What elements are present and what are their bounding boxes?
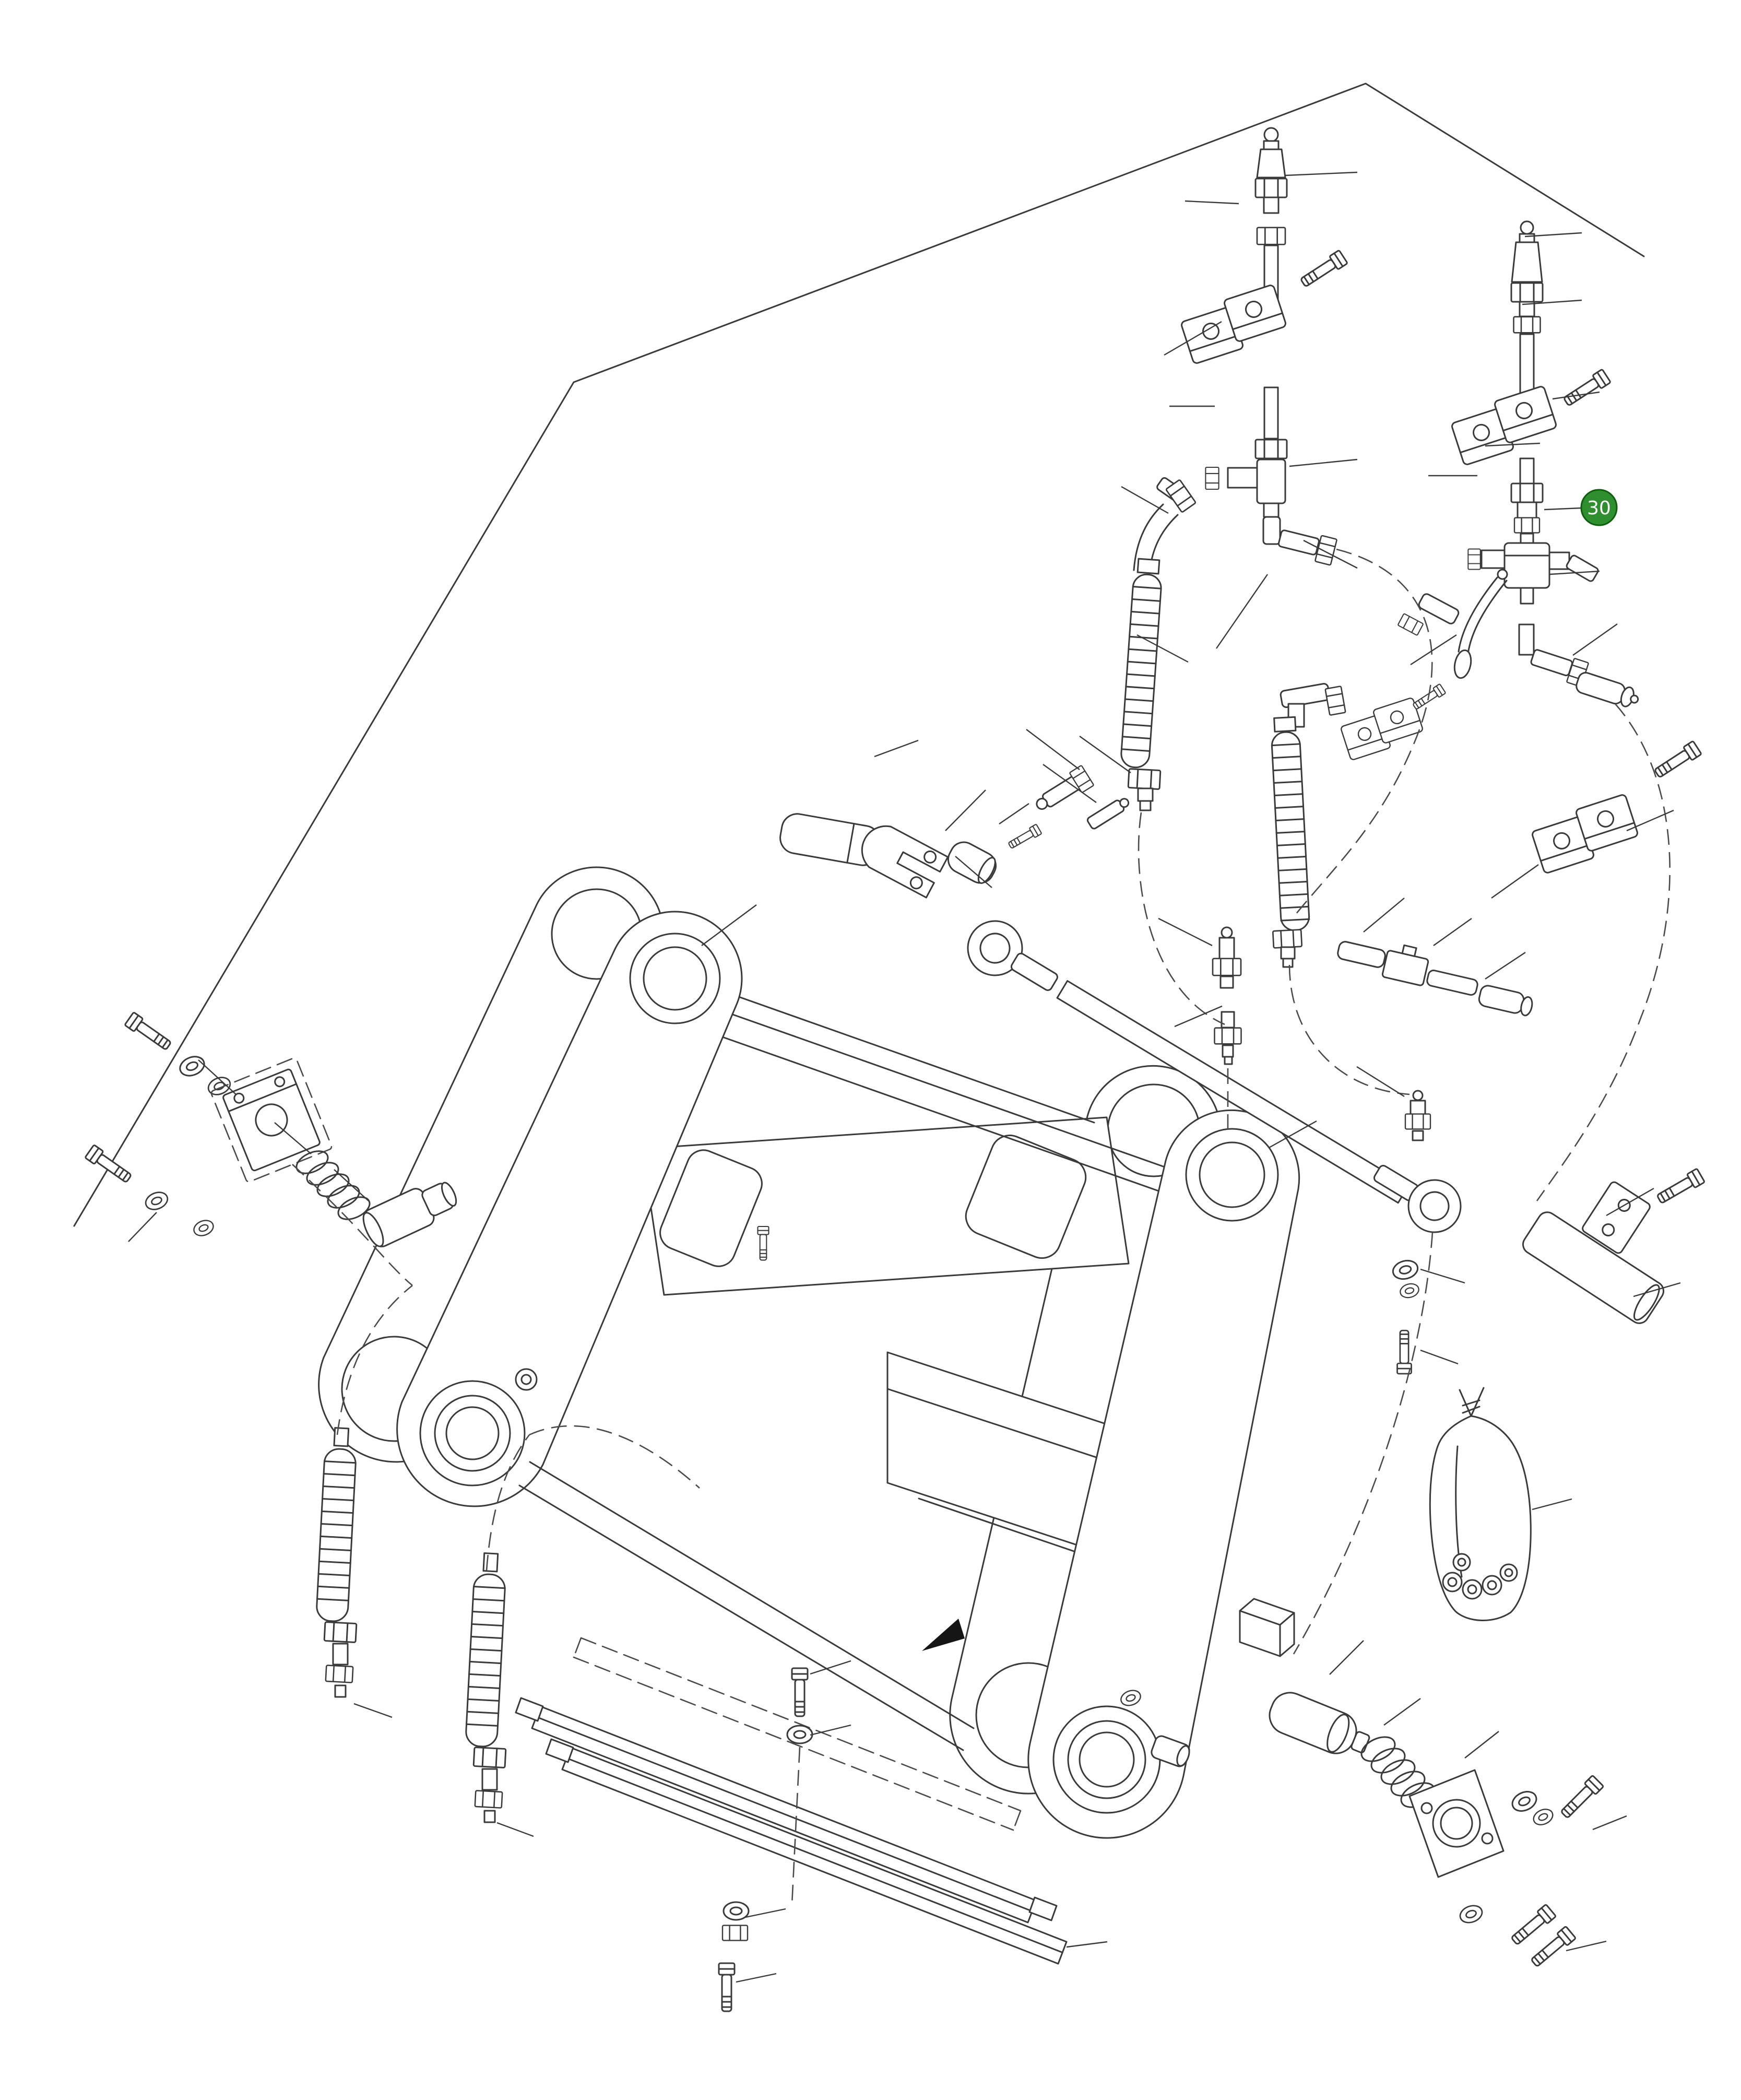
routing-centerlines [292, 548, 1671, 1905]
coil-spring-right [1360, 1736, 1436, 1808]
inline-coupler [1337, 941, 1533, 1017]
tie-rod [967, 920, 1706, 1375]
hose-center [1271, 683, 1447, 968]
leader-lines [128, 171, 1681, 1983]
fitting-stack-top-right [1397, 220, 1639, 707]
hose-left [1120, 479, 1197, 811]
callout-number: 30 [1587, 498, 1611, 519]
hose-bottom-left-2 [465, 1552, 507, 1823]
hardware-left [84, 1011, 457, 1247]
fitting-stack-mid [1212, 926, 1242, 1065]
part-callout-30[interactable]: 30 [1580, 489, 1618, 526]
hardware-bag [1429, 1387, 1532, 1621]
fitting-elbow-small [1036, 764, 1130, 830]
fitting-stack-top-center [1156, 127, 1348, 566]
cutting-edge [515, 1637, 1068, 2012]
hose-bottom-left-1 [316, 1427, 358, 1698]
frame-assembly [318, 866, 1300, 1839]
clamp-pair-right [1530, 740, 1702, 875]
direction-arrow [922, 1619, 965, 1651]
coil-spring-left [295, 1150, 371, 1220]
link-cylinder [779, 813, 1043, 899]
fitting-small-below [1404, 1090, 1431, 1141]
callout-circle[interactable] [1580, 489, 1618, 526]
pivot-hardware-right [1118, 1598, 1605, 1970]
sheet-boundary [73, 82, 1645, 1227]
